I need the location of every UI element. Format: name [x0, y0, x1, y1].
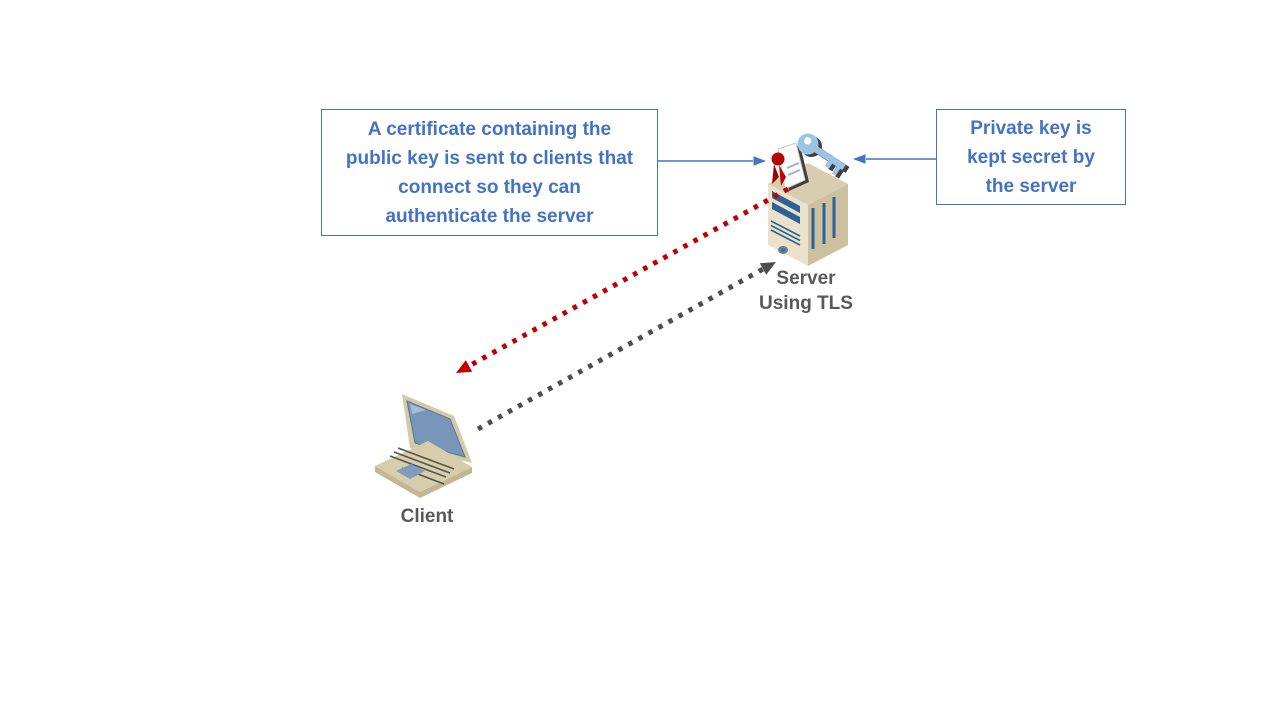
callout-line: Private key is [970, 117, 1092, 139]
client-label: Client [357, 504, 497, 529]
callout-private-key-note: Private key is kept secret by the server [936, 109, 1126, 205]
certificate-to-client-arrowhead-icon [456, 360, 473, 373]
laptop-base [375, 441, 472, 498]
callout-line: public key is sent to clients that [345, 147, 634, 169]
server-side-slit [811, 208, 815, 249]
laptop-keyboard-lines [389, 447, 455, 485]
client-label-text: Client [400, 506, 454, 527]
certificate-ribbon [779, 165, 786, 186]
certificate-icon [771, 142, 809, 191]
laptop-base-side [375, 466, 472, 498]
server-icon [768, 133, 850, 266]
laptop-screen-glare [410, 404, 426, 414]
server-label-line: Using TLS [759, 293, 853, 314]
callout-line: connect so they can [398, 176, 581, 198]
callout-line: authenticate the server [385, 205, 594, 227]
laptop-base-top [375, 441, 472, 492]
certificate-text-lines [786, 162, 801, 176]
server-label: Server Using TLS [716, 266, 896, 316]
server-label-line: Server [776, 268, 836, 289]
certificate-ribbon [772, 164, 779, 184]
key-body [797, 133, 846, 176]
server-side-slit [832, 197, 836, 238]
server-side-slit [822, 203, 826, 244]
key-bow-hole [804, 137, 812, 145]
key-icon [797, 133, 850, 179]
server-power-button-center [780, 248, 786, 252]
callout-line: the server [985, 175, 1077, 197]
server-right-face [808, 184, 848, 266]
certificate-seal-center [775, 156, 781, 162]
callout-line: A certificate containing the [367, 118, 612, 140]
callout-line: kept secret by [967, 146, 1095, 168]
callout-certificate-note: A certificate containing the public key … [321, 109, 658, 236]
laptop-trackpad [396, 464, 425, 479]
laptop-icon [375, 394, 472, 498]
laptop-screen-panel [406, 400, 466, 458]
